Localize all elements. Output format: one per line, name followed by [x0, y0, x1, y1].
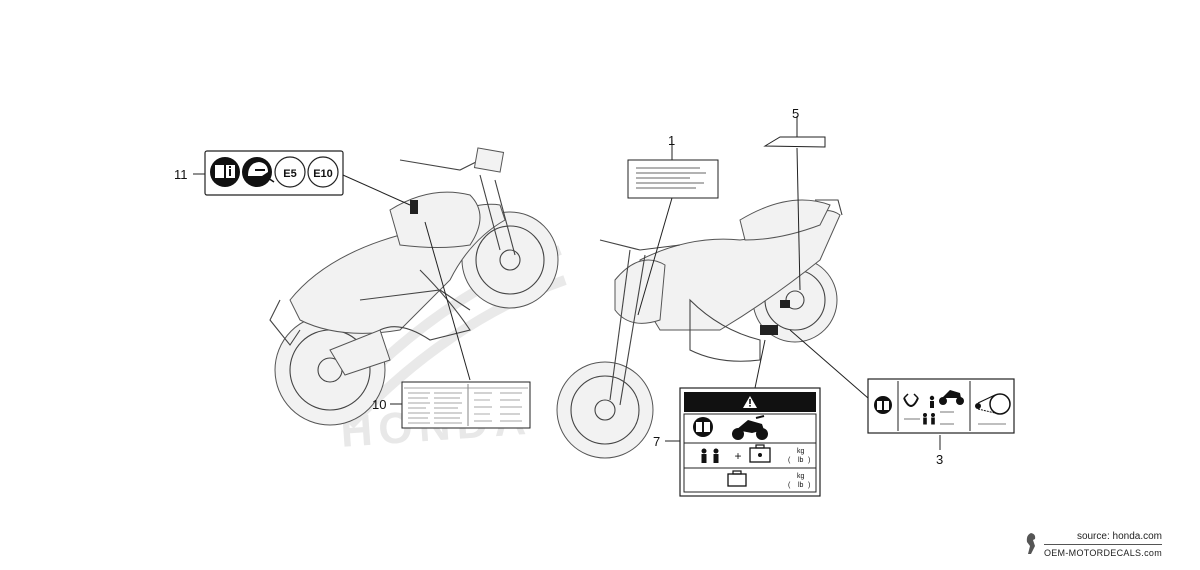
svg-text:): )	[808, 457, 810, 464]
luggage-icon-2	[727, 470, 747, 487]
manual-book-icon	[210, 157, 240, 187]
lb-unit-1: lb	[798, 457, 804, 464]
svg-text:): )	[808, 482, 810, 489]
chain-slack-icon	[975, 393, 1011, 415]
passengers-icon	[923, 413, 935, 425]
svg-text:(: (	[788, 482, 791, 489]
label-7-decal: + kg ( lb ) kg ( lb )	[679, 387, 821, 497]
e5-fuel-icon: E5	[274, 156, 306, 188]
label-3-manual-icon	[874, 396, 892, 414]
label-1-decal	[627, 159, 719, 199]
e10-fuel-icon: E10	[307, 156, 339, 188]
callout-3: 3	[936, 452, 943, 467]
callout-5: 5	[792, 106, 799, 121]
label-10-decal	[401, 381, 531, 429]
warning-triangle-icon	[743, 396, 757, 408]
label-11-decal: E5 E10	[204, 150, 344, 196]
label-7-manual-icon	[693, 417, 713, 437]
left-motorcycle-drawing	[269, 147, 559, 426]
site-text: OEM-MOTORDECALS.com	[1043, 544, 1162, 560]
callout-1: 1	[668, 133, 675, 148]
label-5-decal	[763, 136, 826, 148]
leader-lines	[193, 116, 941, 450]
callout-10: 10	[372, 397, 386, 412]
motorcycle-icon	[732, 415, 768, 440]
callout-7: 7	[653, 434, 660, 449]
rider-icon	[929, 395, 935, 408]
callout-11: 11	[174, 167, 188, 182]
svg-text:E10: E10	[313, 168, 333, 180]
svg-text:+: +	[734, 449, 741, 463]
mascot-logo-icon	[1026, 533, 1036, 554]
tire-pressure-icon	[903, 393, 919, 407]
label-3-decal	[867, 378, 1015, 434]
kg-unit-1: kg	[797, 448, 805, 455]
kg-unit-2: kg	[797, 473, 805, 480]
lb-unit-2: lb	[798, 482, 804, 489]
source-text: source: honda.com	[1076, 531, 1162, 542]
helmet-icon	[242, 157, 275, 187]
svg-text:(: (	[788, 457, 791, 464]
luggage-icon	[749, 444, 771, 463]
label-3-motorcycle-icon	[939, 390, 964, 405]
svg-text:E5: E5	[283, 168, 296, 180]
source-credit: source: honda.com OEM-MOTORDECALS.com	[1026, 530, 1162, 560]
right-motorcycle-drawing	[556, 199, 843, 459]
rider-passenger-icon	[701, 448, 719, 463]
